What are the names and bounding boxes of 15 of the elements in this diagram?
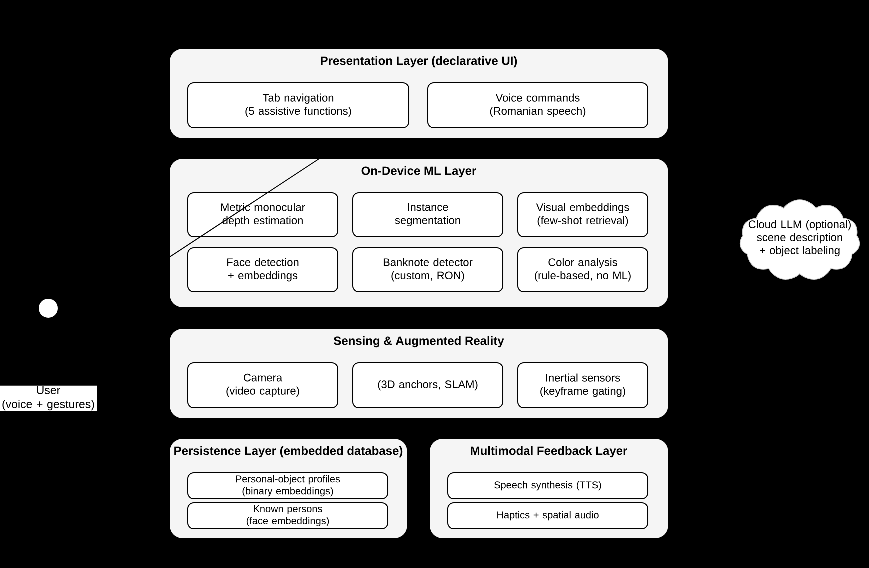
- process-box: Speech synthesis (TTS): [448, 472, 648, 500]
- process-box: Instance segmentation: [352, 192, 504, 238]
- process-box: Camera (video capture): [188, 362, 338, 408]
- actor-label: User (voice + gestures): [0, 386, 97, 412]
- process-box: Personal-object profiles (binary embeddings): [188, 472, 388, 500]
- process-box: Banknote detector (custom, RON): [352, 248, 504, 292]
- process-box: (3D anchors, SLAM): [352, 362, 504, 408]
- process-box: Known persons (face embeddings): [188, 502, 388, 530]
- process-box: Inertial sensors (keyframe gating): [518, 362, 648, 408]
- process-box: Color analysis (rule-based, no ML): [518, 248, 648, 292]
- process-box: Haptics + spatial audio: [448, 502, 648, 530]
- process-box: Visual embeddings (few-shot retrieval): [518, 192, 648, 238]
- process-box: Voice commands (Romanian speech): [428, 82, 648, 128]
- process-box: Tab navigation (5 assistive functions): [188, 82, 410, 128]
- process-box: Face detection + embeddings: [188, 248, 338, 292]
